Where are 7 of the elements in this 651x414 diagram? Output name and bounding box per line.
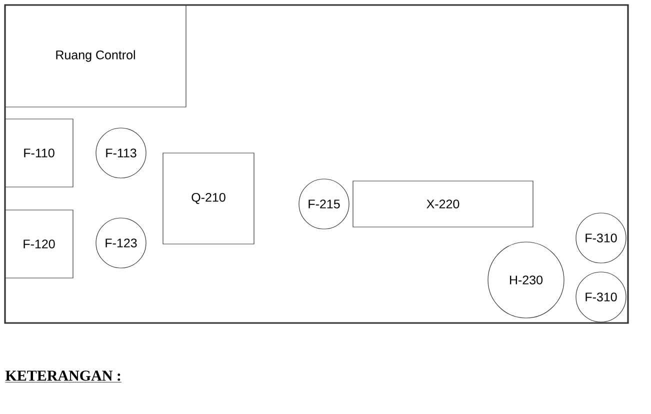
equipment-box: Q-210 <box>162 152 254 244</box>
room-box: Ruang Control <box>4 4 186 108</box>
equipment-box: F-120 <box>4 210 74 278</box>
equipment-box: F-110 <box>4 118 74 188</box>
equipment-box: X-220 <box>352 180 534 228</box>
heading: KETERANGAN : <box>5 370 122 382</box>
plant-boundary <box>4 4 629 324</box>
